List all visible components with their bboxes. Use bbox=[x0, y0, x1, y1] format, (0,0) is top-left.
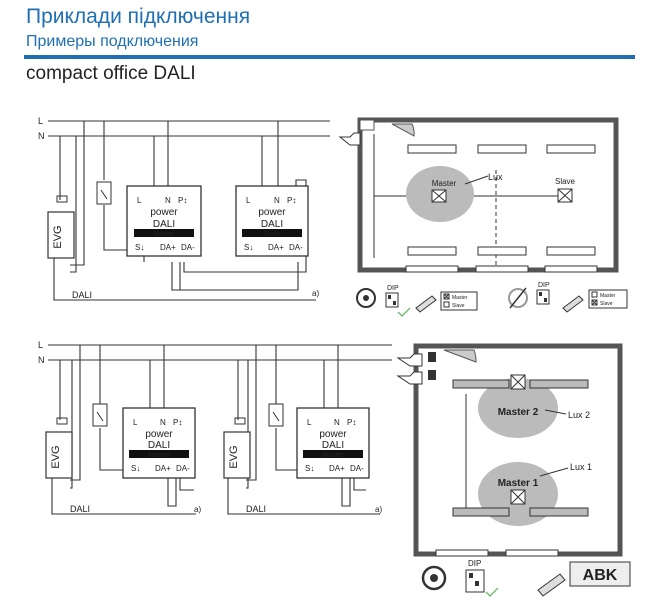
header-divider bbox=[24, 55, 635, 59]
switch-b2 bbox=[268, 403, 284, 427]
room-plan-b: Master 2 Lux 2 Master 1 Lux 1 bbox=[413, 343, 623, 557]
svg-text:P↕: P↕ bbox=[173, 418, 182, 427]
evg-unit-b1: EVG bbox=[45, 417, 73, 479]
svg-text:DA-: DA- bbox=[289, 243, 303, 252]
svg-text:DA-: DA- bbox=[176, 464, 190, 473]
svg-text:L: L bbox=[133, 418, 138, 427]
svg-text:DALI: DALI bbox=[70, 504, 90, 514]
svg-text:power: power bbox=[145, 429, 173, 440]
svg-text:DA-: DA- bbox=[181, 243, 195, 252]
svg-text:Lux 1: Lux 1 bbox=[570, 462, 592, 472]
diagram-b-wiring bbox=[48, 344, 392, 515]
svg-text:power: power bbox=[258, 207, 286, 218]
svg-text:L: L bbox=[38, 340, 43, 350]
svg-text:S↓: S↓ bbox=[305, 464, 314, 473]
variant-label-a: a) bbox=[312, 289, 319, 298]
svg-text:Master: Master bbox=[322, 452, 344, 459]
svg-text:DA+: DA+ bbox=[160, 243, 176, 252]
svg-text:N: N bbox=[334, 418, 340, 427]
diagram-a-wiring bbox=[48, 120, 330, 301]
dali-bus-label: DALI bbox=[72, 290, 92, 300]
svg-text:EVG: EVG bbox=[50, 445, 62, 468]
master-device-b1: L N P↕ power DALI Master S↓ DA+ DA- bbox=[122, 407, 196, 479]
svg-text:Master: Master bbox=[153, 231, 175, 238]
svg-text:Slave: Slave bbox=[452, 303, 465, 309]
check-icon bbox=[397, 307, 411, 317]
master-device-b2: L N P↕ power DALI Master S↓ DA+ DA- bbox=[296, 407, 370, 479]
page-subtitle-ru: Примеры подключения bbox=[26, 33, 199, 50]
page-title: Приклади підключення bbox=[26, 5, 251, 28]
switch-b1 bbox=[92, 403, 108, 427]
screwdriver-icon bbox=[537, 573, 566, 597]
svg-text:DIP: DIP bbox=[387, 285, 399, 292]
svg-text:P↕: P↕ bbox=[347, 418, 356, 427]
svg-text:DA-: DA- bbox=[350, 464, 364, 473]
svg-text:DALI: DALI bbox=[148, 440, 170, 451]
svg-text:L: L bbox=[137, 196, 142, 205]
svg-text:DALI: DALI bbox=[153, 219, 175, 230]
svg-text:Master: Master bbox=[452, 295, 468, 301]
rotate-dial-icon bbox=[356, 288, 376, 308]
svg-text:S↓: S↓ bbox=[131, 464, 140, 473]
svg-text:N: N bbox=[165, 196, 171, 205]
svg-text:Slave: Slave bbox=[600, 301, 613, 307]
evg-unit-a: EVG bbox=[47, 195, 75, 259]
svg-text:N: N bbox=[160, 418, 166, 427]
evg-label: EVG bbox=[52, 225, 64, 248]
svg-text:Lux: Lux bbox=[488, 172, 503, 182]
svg-text:Master: Master bbox=[148, 452, 170, 459]
svg-text:P↕: P↕ bbox=[178, 196, 187, 205]
svg-text:S↓: S↓ bbox=[135, 243, 144, 252]
svg-text:power: power bbox=[150, 207, 178, 218]
svg-text:L: L bbox=[246, 196, 251, 205]
evg-unit-b2: EVG bbox=[223, 417, 251, 479]
svg-text:DIP: DIP bbox=[538, 282, 550, 289]
svg-text:Slave: Slave bbox=[263, 231, 281, 238]
svg-text:N: N bbox=[274, 196, 280, 205]
switch-a bbox=[96, 181, 112, 205]
rotate-dial-icon bbox=[421, 565, 447, 591]
screwdriver-icon bbox=[562, 295, 584, 313]
svg-text:a): a) bbox=[375, 505, 382, 514]
svg-text:Master: Master bbox=[600, 293, 616, 299]
svg-text:S↓: S↓ bbox=[244, 243, 253, 252]
svg-text:DA+: DA+ bbox=[155, 464, 171, 473]
master-device-a: L N P↕ power DALI Master S↓ DA+ DA- bbox=[126, 185, 202, 257]
svg-text:DALI: DALI bbox=[246, 504, 266, 514]
pointing-hand-icon-upper bbox=[396, 352, 436, 367]
svg-text:P↕: P↕ bbox=[287, 196, 296, 205]
svg-text:Lux 2: Lux 2 bbox=[568, 410, 590, 420]
product-title: compact office DALI bbox=[26, 63, 196, 84]
room-plan-a: Lux Master Slave bbox=[357, 117, 619, 273]
pointing-hand-icon-lower bbox=[396, 370, 436, 385]
svg-text:Master 2: Master 2 bbox=[498, 407, 539, 418]
check-icon bbox=[485, 587, 499, 597]
svg-text:DALI: DALI bbox=[261, 219, 283, 230]
svg-text:ABK: ABK bbox=[583, 567, 618, 584]
settings-row-a: DIP Master Slave DIP Master Slave bbox=[356, 282, 628, 317]
svg-text:DA+: DA+ bbox=[329, 464, 345, 473]
svg-text:power: power bbox=[319, 429, 347, 440]
svg-text:L: L bbox=[307, 418, 312, 427]
svg-text:Slave: Slave bbox=[555, 177, 576, 186]
line-N-label: N bbox=[38, 131, 45, 141]
svg-text:Master: Master bbox=[432, 179, 457, 188]
pointing-hand-icon bbox=[338, 132, 361, 146]
settings-row-b: DIP ABK bbox=[421, 559, 631, 597]
svg-text:Master 1: Master 1 bbox=[498, 478, 539, 489]
rotate-disabled-icon bbox=[508, 287, 528, 309]
svg-text:N: N bbox=[38, 355, 45, 365]
svg-text:a): a) bbox=[194, 505, 201, 514]
slave-device-a: L N P↕ power DALI Slave S↓ DA+ DA- bbox=[235, 185, 309, 257]
svg-text:DA+: DA+ bbox=[268, 243, 284, 252]
svg-text:DIP: DIP bbox=[468, 559, 481, 568]
screwdriver-icon bbox=[415, 295, 437, 313]
logo-badge bbox=[569, 561, 631, 587]
svg-text:DALI: DALI bbox=[322, 440, 344, 451]
line-L-label: L bbox=[38, 116, 43, 126]
svg-text:EVG: EVG bbox=[228, 445, 240, 468]
